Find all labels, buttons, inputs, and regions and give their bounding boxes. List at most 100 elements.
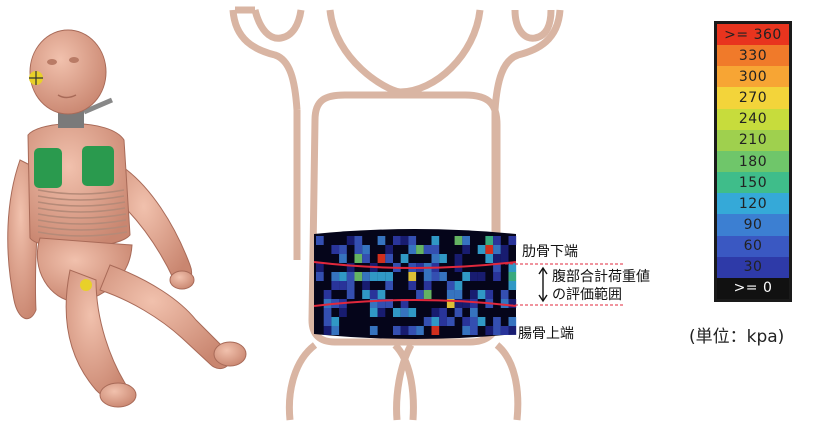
heatmap-cell: [508, 299, 517, 308]
body-outline: [229, 6, 564, 421]
heatmap-cell: [393, 326, 401, 335]
heatmap-cell: [493, 326, 501, 335]
heatmap-cell: [354, 236, 363, 245]
legend-entry: 120: [717, 193, 789, 215]
heatmap-cell: [477, 317, 486, 326]
heatmap-cell: [423, 281, 432, 290]
heatmap-cell: [354, 245, 363, 254]
legend-entry: 60: [717, 235, 789, 257]
heatmap-cell: [485, 326, 494, 335]
heatmap-cell: [493, 236, 501, 245]
heatmap-cell: [331, 326, 340, 335]
heatmap-cell: [331, 272, 340, 281]
heatmap-cell: [369, 272, 378, 281]
heatmap-cell: [369, 290, 378, 299]
heatmap-cell: [416, 290, 424, 299]
legend-entry: 150: [717, 172, 789, 194]
heatmap-cell: [423, 317, 432, 326]
heatmap-cell: [500, 299, 509, 308]
heatmap-cell: [477, 272, 486, 281]
legend-entry: >= 0: [717, 277, 789, 300]
heatmap-cell: [408, 326, 417, 335]
heatmap-cell: [408, 236, 417, 245]
heatmap-cell: [470, 317, 478, 326]
crash-test-dummy-figure: [7, 29, 247, 408]
heatmap-cell: [462, 236, 470, 245]
legend-entry: 210: [717, 129, 789, 151]
heatmap-cell: [470, 272, 478, 281]
heatmap-cell: [493, 245, 501, 254]
iliac-upper-edge-label: 腸骨上端: [518, 326, 574, 342]
legend-entry: 180: [717, 150, 789, 173]
heatmap-cell: [508, 326, 517, 335]
annotation-lines: [505, 263, 625, 306]
heatmap-cell: [439, 308, 447, 317]
heatmap-cell: [316, 236, 324, 245]
heatmap-cell: [385, 272, 393, 281]
legend-entry: >= 360: [717, 24, 789, 46]
heatmap-cell: [369, 308, 378, 317]
heatmap-cell: [431, 254, 440, 263]
heatmap-cell: [377, 308, 386, 317]
heatmap-cell: [493, 254, 501, 263]
heatmap-cell: [369, 299, 378, 308]
heatmap-cell: [423, 245, 432, 254]
heatmap-cell: [369, 326, 378, 335]
heatmap-cell: [500, 254, 509, 263]
heatmap-cell: [500, 326, 509, 335]
heatmap-cell: [385, 254, 393, 263]
legend-entry: 30: [717, 256, 789, 278]
heatmap-cell: [323, 308, 332, 317]
heatmap-cell: [439, 317, 447, 326]
heatmap-cell: [431, 236, 440, 245]
heatmap-cell: [377, 299, 386, 308]
heatmap-cell: [331, 245, 340, 254]
legend-entry: 240: [717, 108, 789, 130]
heatmap-cell: [377, 290, 386, 299]
heatmap-cell: [323, 326, 332, 335]
heatmap-cell: [423, 290, 432, 299]
heatmap-cell: [470, 326, 478, 335]
heatmap-cell: [339, 281, 347, 290]
heatmap-cell: [362, 272, 370, 281]
heatmap-cell: [346, 290, 355, 299]
heatmap-cell: [416, 245, 424, 254]
heatmap-cell: [346, 263, 355, 272]
rib-lower-edge-label: 肋骨下端: [522, 244, 578, 260]
heatmap-cell: [508, 263, 517, 272]
heatmap-cell: [339, 245, 347, 254]
heatmap-cell: [462, 245, 470, 254]
heatmap-cell: [446, 299, 455, 308]
heatmap-cell: [377, 272, 386, 281]
heatmap-cell: [446, 317, 455, 326]
heatmap-cell: [446, 281, 455, 290]
heatmap-cell: [500, 290, 509, 299]
heatmap-cell: [485, 236, 494, 245]
heatmap-cell: [393, 308, 401, 317]
legend-entry: 270: [717, 87, 789, 109]
heatmap-cell: [362, 281, 370, 290]
heatmap-cell: [400, 236, 409, 245]
heatmap-cell: [408, 281, 417, 290]
heatmap-cell: [485, 290, 494, 299]
heatmap-cell: [400, 308, 409, 317]
heatmap-cell: [354, 254, 363, 263]
heatmap-cell: [477, 245, 486, 254]
heatmap-cell: [331, 281, 340, 290]
heatmap-cell: [493, 263, 501, 272]
heatmap-cell: [446, 290, 455, 299]
heatmap-cell: [339, 308, 347, 317]
heatmap-cell: [377, 236, 386, 245]
heatmap-cell: [323, 290, 332, 299]
heatmap-cell: [500, 245, 509, 254]
heatmap-cell: [454, 236, 463, 245]
heatmap-cell: [339, 254, 347, 263]
heatmap-cell: [416, 326, 424, 335]
heatmap-cell: [470, 290, 478, 299]
heatmap-cell: [408, 245, 417, 254]
abdomen-pressure-heatmap: [313, 229, 517, 339]
evaluation-range-label-line1: 腹部合計荷重値: [552, 269, 650, 285]
heatmap-cell: [408, 272, 417, 281]
heatmap-cell: [362, 290, 370, 299]
heatmap-cell: [354, 272, 363, 281]
